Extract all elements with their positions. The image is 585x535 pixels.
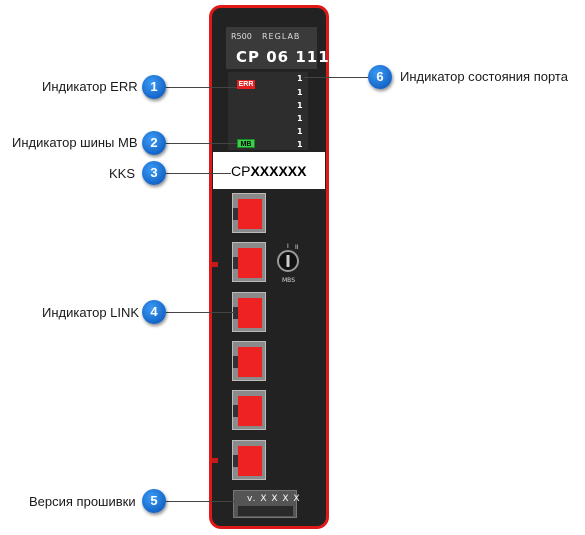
ethernet-port-3 — [232, 292, 266, 332]
callout-label-link: Индикатор LINK — [42, 305, 140, 320]
port-status-led-5: 1 — [297, 127, 303, 136]
ethernet-port-5 — [232, 390, 266, 430]
callout-line-2 — [165, 143, 237, 144]
kks-prefix: CP — [231, 163, 251, 179]
callout-line-1 — [165, 87, 237, 88]
port-status-led-3: 1 — [297, 101, 303, 110]
switch-label: MBS — [282, 277, 295, 284]
kks-label-band — [213, 152, 325, 189]
series-label: R500 — [231, 32, 252, 41]
callout-line-6 — [304, 77, 370, 78]
callout-badge-2: 2 — [142, 131, 166, 155]
port-status-led-1: 1 — [297, 74, 303, 83]
mb-led: MB — [237, 139, 255, 148]
callout-label-port-status: Индикатор состояния порта — [400, 69, 568, 84]
switch-position-2: II — [295, 244, 299, 251]
port-status-led-2: 1 — [297, 88, 303, 97]
firmware-slot — [238, 506, 293, 516]
red-rail-mark — [212, 262, 218, 267]
model-name: CP 06 111 — [236, 48, 330, 66]
ethernet-port-6 — [232, 440, 266, 480]
brand-logo: REGLAB — [262, 32, 301, 41]
err-led: ERR — [237, 80, 255, 89]
callout-label-err: Индикатор ERR — [42, 79, 138, 94]
port-status-led-6: 1 — [297, 140, 303, 149]
firmware-version: v. X X X X — [247, 494, 301, 504]
ethernet-port-1 — [232, 193, 266, 233]
callout-label-mb: Индикатор шины MB — [12, 135, 138, 150]
red-rail-mark — [212, 458, 218, 463]
callout-badge-6: 6 — [368, 65, 392, 89]
callout-label-firmware: Версия прошивки — [29, 494, 136, 509]
port-status-led-4: 1 — [297, 114, 303, 123]
callout-line-4 — [165, 312, 235, 313]
ethernet-port-4 — [232, 341, 266, 381]
callout-line-5 — [165, 501, 235, 502]
callout-badge-4: 4 — [142, 300, 166, 324]
kks-code: CPXXXXXX — [231, 163, 306, 179]
switch-position-1: I — [287, 243, 289, 250]
kks-suffix: XXXXXX — [250, 163, 307, 179]
ethernet-port-2 — [232, 242, 266, 282]
model-plate — [226, 27, 317, 69]
callout-badge-5: 5 — [142, 489, 166, 513]
callout-label-kks: KKS — [109, 166, 136, 181]
callout-badge-3: 3 — [142, 161, 166, 185]
callout-line-3 — [165, 173, 231, 174]
callout-badge-1: 1 — [142, 75, 166, 99]
mbs-switch-knob — [277, 250, 299, 272]
